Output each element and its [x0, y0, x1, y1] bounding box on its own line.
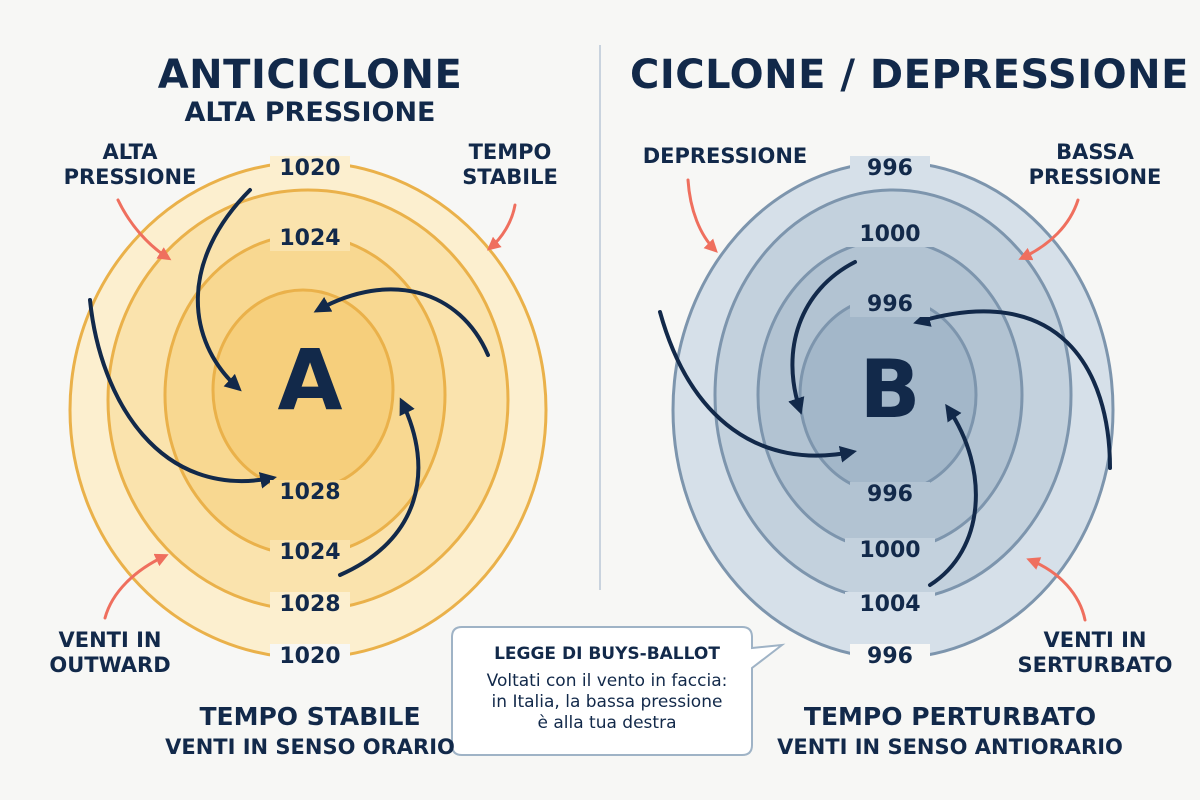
- anticyclone-footer-sub: VENTI IN SENSO ORARIO: [165, 735, 455, 759]
- anticyclone-footer-main: TEMPO STABILE: [199, 702, 421, 731]
- isobar-label: 1004: [845, 592, 935, 617]
- isobar-label: 996: [850, 292, 930, 317]
- callout: LEGGE DI BUYS-BALLOT Voltati con il vent…: [462, 644, 752, 734]
- anticyclone-title: ANTICICLONE: [157, 52, 463, 98]
- cyclone-footer-main: TEMPO PERTURBATO: [803, 702, 1097, 731]
- anticyclone-pointer-arrows: [103, 198, 517, 620]
- label-venti-serturbato: VENTI IN SERTURBATO: [1017, 628, 1173, 677]
- label-venti-outward: VENTI IN OUTWARD: [49, 628, 171, 677]
- anticyclone-rings: [68, 160, 548, 660]
- isobar-label: 996: [850, 644, 930, 669]
- anticyclone-wind-arrows: [88, 188, 490, 577]
- callout-title: LEGGE DI BUYS-BALLOT: [494, 644, 720, 664]
- anticyclone-subtitle: ALTA PRESSIONE: [184, 97, 436, 128]
- isobar-label: 1028: [270, 480, 350, 505]
- low-pressure-letter: B: [859, 343, 921, 436]
- high-pressure-letter: A: [277, 331, 343, 429]
- callout-bubble: [451, 626, 786, 756]
- cyclone-pointer-arrows: [686, 178, 1087, 622]
- cyclone-footer-sub: VENTI IN SENSO ANTIORARIO: [777, 735, 1123, 759]
- isobar-label: 1020: [270, 156, 350, 181]
- cyclone-wind-arrows: [658, 260, 1112, 587]
- isobar-label: 1028: [270, 592, 350, 617]
- isobar-label: 1000: [845, 222, 935, 247]
- isobar-label: 1024: [270, 226, 350, 251]
- isobar-label: 1024: [270, 540, 350, 565]
- isobar-label: 1020: [270, 644, 350, 669]
- label-bassa-pressione: BASSA PRESSIONE: [1028, 140, 1162, 189]
- isobar-label: 996: [850, 156, 930, 181]
- label-depressione: DEPRESSIONE: [642, 144, 808, 168]
- isobar-label: 996: [850, 482, 930, 507]
- cyclone-title: CICLONE / DEPRESSIONE: [630, 52, 1189, 98]
- isobar-label: 1000: [845, 538, 935, 563]
- label-alta-pressione: ALTA PRESSIONE: [63, 140, 197, 189]
- label-tempo-stabile: TEMPO STABILE: [462, 140, 558, 189]
- callout-body: Voltati con il vento in faccia: in Itali…: [486, 671, 728, 733]
